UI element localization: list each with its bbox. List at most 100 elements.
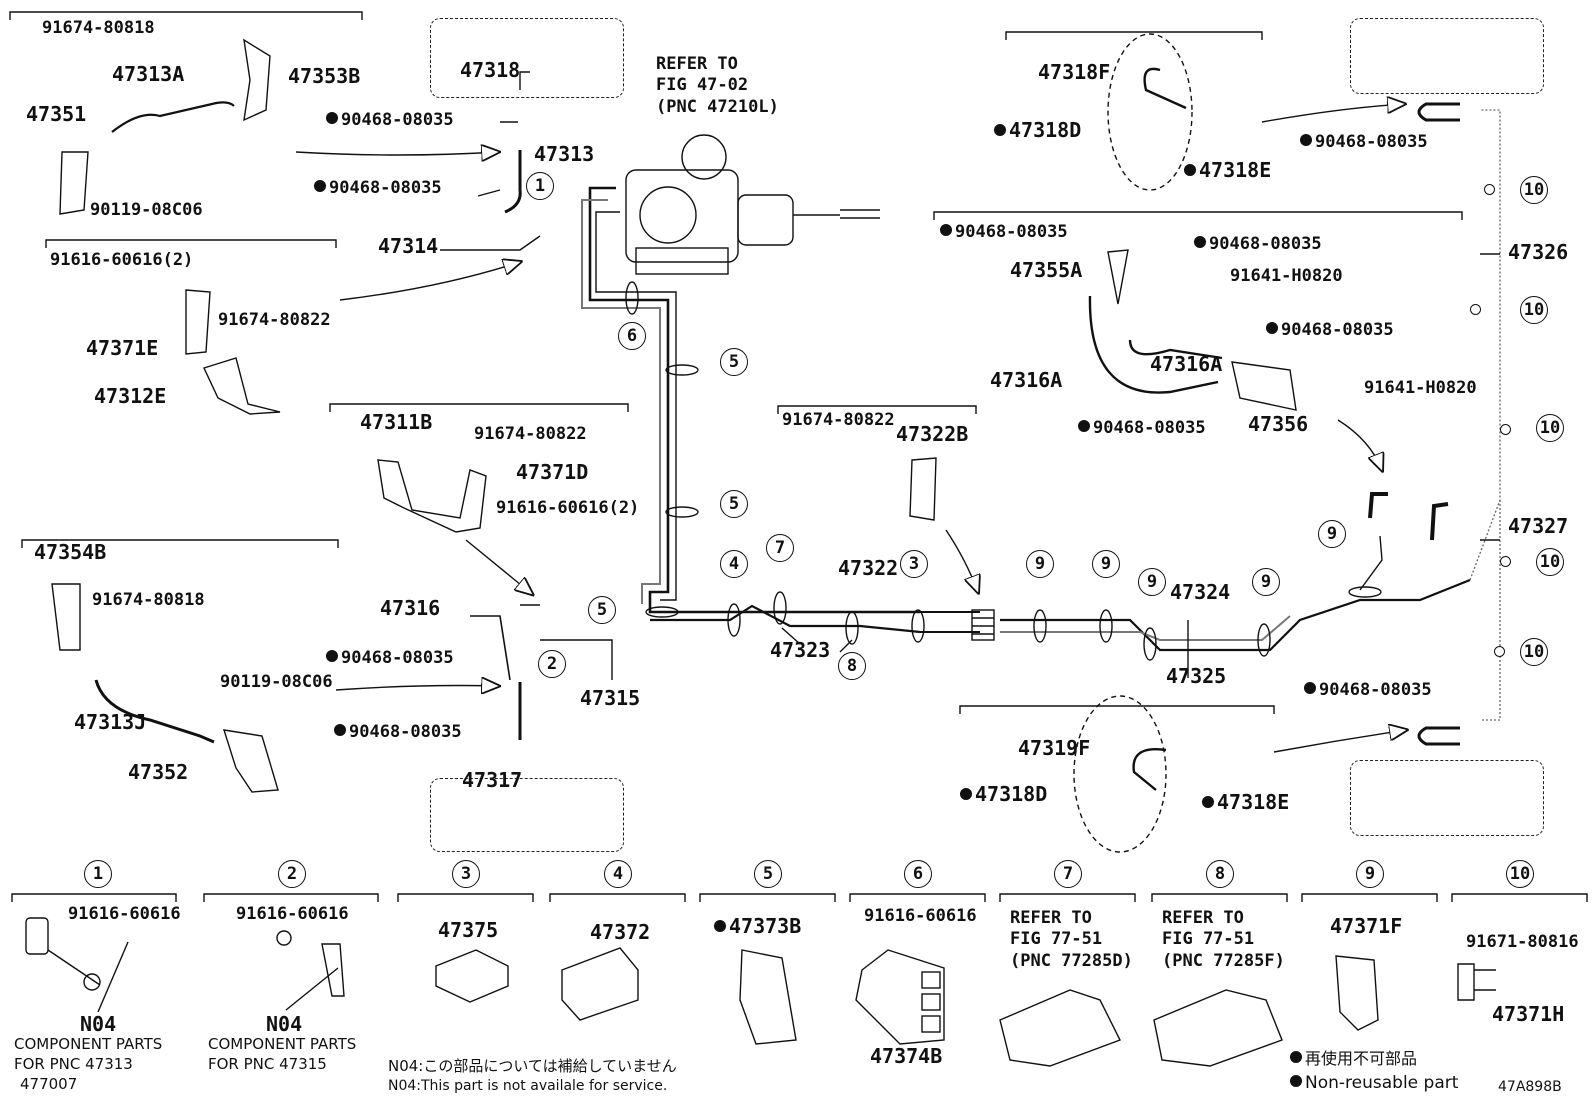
part-label: 91674-80818 (42, 18, 155, 38)
non-reusable-part-label: 47318E (1202, 792, 1289, 812)
part-label: 47318F (1038, 60, 1111, 84)
callout-7: 7 (766, 534, 794, 562)
group-bracket (45, 239, 337, 248)
legend-callout-4: 4 (604, 860, 632, 888)
part-label: 47319F (1018, 736, 1091, 760)
callout-10: 10 (1536, 548, 1564, 576)
part-label: 47315 (580, 686, 641, 710)
part-label: 47351 (26, 102, 87, 126)
legend-part: 47375 (438, 918, 499, 942)
legend-callout-10: 10 (1506, 860, 1534, 888)
non-reusable-part-label: 47318D (994, 120, 1081, 140)
group-bracket (959, 705, 1275, 714)
non-reusable-part-label: 47318D (960, 784, 1047, 804)
legend-note: N04 (266, 1012, 303, 1036)
callout-4: 4 (720, 550, 748, 578)
part-label: 90119-08C06 (220, 672, 333, 692)
callout-5: 5 (720, 348, 748, 376)
callout-9: 9 (1318, 520, 1346, 548)
part-label: 47318 (460, 58, 521, 82)
part-label: 47355A (1010, 258, 1083, 282)
footer-note-en: N04:This part is not availale for servic… (388, 1078, 668, 1094)
legend-part: 47371H (1492, 1002, 1565, 1026)
part-label: 47327 (1508, 514, 1569, 538)
ref-box-47318 (430, 18, 624, 98)
part-label: 47371E (86, 336, 159, 360)
legend-part: 47372 (590, 920, 651, 944)
legend-callout-1: 1 (84, 860, 112, 888)
non-reusable-part-label: 90468-08035 (326, 650, 454, 667)
non-reusable-part-label: 90468-08035 (940, 224, 1068, 241)
part-label: 47313 (534, 142, 595, 166)
part-label: 47353B (288, 64, 361, 88)
legend-callout-8: 8 (1206, 860, 1234, 888)
refer-to-fig-47-02: REFER TO FIG 47-02 (PNC 47210L) (656, 54, 779, 117)
ref-box-bottom-right (1350, 760, 1544, 836)
part-label: 91674-80822 (474, 424, 587, 444)
clamp-point (1484, 184, 1495, 195)
legend-callout-2: 2 (278, 860, 306, 888)
clamp-point (1494, 646, 1505, 657)
non-reusable-part-label: 47373B (714, 916, 801, 936)
callout-3: 3 (900, 550, 928, 578)
legend-callout-6: 6 (904, 860, 932, 888)
non-reusable-part-label: 90468-08035 (326, 112, 454, 129)
legend-sub: COMPONENT PARTS FOR PNC 47315 (208, 1035, 357, 1074)
part-label: 47313J (74, 710, 147, 734)
callout-8: 8 (838, 652, 866, 680)
ref-box-47317 (430, 778, 624, 852)
footer-note-jp: N04:この部品については補給していません (388, 1057, 677, 1075)
part-label: 47317 (462, 768, 523, 792)
ref-box-top-right (1350, 18, 1544, 94)
callout-9: 9 (1252, 568, 1280, 596)
part-label: 47316A (990, 368, 1063, 392)
part-label: 47352 (128, 760, 189, 784)
non-reusable-part-label: 90468-08035 (1266, 322, 1394, 339)
part-label: 91641-H0820 (1364, 378, 1477, 398)
part-label: 91674-80818 (92, 590, 205, 610)
legend-part: 47371F (1330, 914, 1403, 938)
legend-non-reusable-en: Non-reusable part (1290, 1072, 1458, 1095)
drawing-id: 47A898B (1498, 1079, 1562, 1095)
callout-10: 10 (1536, 414, 1564, 442)
legend-callout-3: 3 (452, 860, 480, 888)
non-reusable-part-label: 90468-08035 (1300, 134, 1428, 151)
clamp-point (1470, 304, 1481, 315)
part-label: 47322B (896, 422, 969, 446)
callout-9: 9 (1092, 550, 1120, 578)
part-label: 47316A (1150, 352, 1223, 376)
legend-part: 91616-60616 (236, 904, 349, 924)
part-label: 47371D (516, 460, 589, 484)
part-label: 47312E (94, 384, 167, 408)
part-label: 91674-80822 (782, 410, 895, 430)
group-bracket (21, 539, 339, 548)
legend-part: 47374B (870, 1044, 943, 1068)
non-reusable-part-label: 47318E (1184, 160, 1271, 180)
part-label: 47325 (1166, 664, 1227, 688)
clamp-point (1500, 556, 1511, 567)
group-bracket (329, 403, 629, 412)
legend-note: N04 (80, 1012, 117, 1036)
part-label: 47313A (112, 62, 185, 86)
legend-part: 91671-80816 (1466, 932, 1579, 952)
non-reusable-part-label: 90468-08035 (314, 180, 442, 197)
legend-refer: REFER TO FIG 77-51 (PNC 77285F) (1162, 908, 1285, 971)
group-bracket (9, 11, 363, 20)
callout-10: 10 (1520, 176, 1548, 204)
legend-callout-7: 7 (1054, 860, 1082, 888)
callout-9: 9 (1026, 550, 1054, 578)
group-bracket (1005, 31, 1263, 40)
callout-5: 5 (588, 596, 616, 624)
group-bracket (777, 405, 977, 414)
part-label: 47323 (770, 638, 831, 662)
part-label: 91616-60616(2) (50, 250, 194, 270)
legend-sub: COMPONENT PARTS FOR PNC 47313 (14, 1035, 163, 1074)
callout-2: 2 (538, 650, 566, 678)
part-label: 91674-80822 (218, 310, 331, 330)
legend-part: 91616-60616 (864, 906, 977, 926)
legend-non-reusable-jp: 再使用不可部品 (1290, 1048, 1417, 1070)
callout-1: 1 (526, 172, 554, 200)
legend-callout-5: 5 (754, 860, 782, 888)
